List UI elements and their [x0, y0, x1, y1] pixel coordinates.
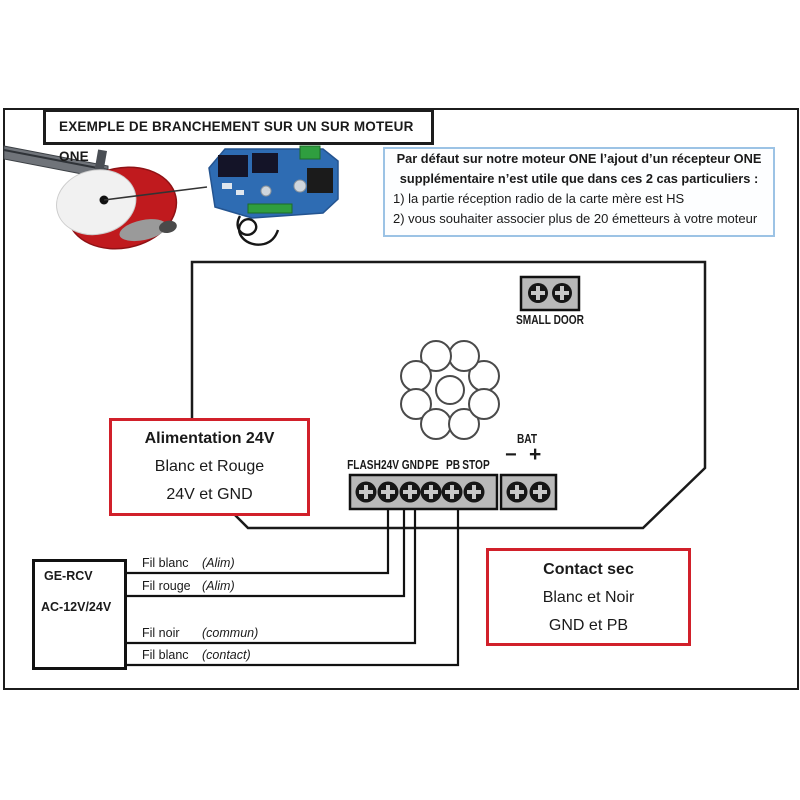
terminal-label-24v: 24V [380, 457, 400, 472]
receiver-box: GE-RCV AC-12V/24V [32, 559, 127, 670]
note-item-2: 2) vous souhaiter associer plus de 20 ém… [393, 211, 758, 226]
wire-noir-commun [125, 509, 417, 645]
note-item-1: 1) la partie réception radio de la carte… [393, 191, 685, 206]
main-terminal-strip [348, 473, 499, 511]
wire-label-blanc-contact: Fil blanc(contact) [142, 648, 251, 662]
screw-terminal-icon [506, 481, 551, 503]
terminal-label-pe: PE [425, 457, 439, 472]
bat-label: BAT [516, 431, 538, 446]
note-box: Par défaut sur notre moteur ONE l’ajout … [383, 147, 775, 237]
contact-sec-callout: Contact sec Blanc et Noir GND et PB [486, 548, 691, 646]
receiver-voltage: AC-12V/24V [41, 600, 112, 614]
wire-blanc-contact [125, 509, 460, 667]
alimentation-callout: Alimentation 24V Blanc et Rouge 24V et G… [109, 418, 310, 516]
bat-minus-sign: − [505, 444, 517, 466]
alim-title: Alimentation 24V [144, 430, 275, 447]
round-connector-icon [400, 340, 500, 440]
alim-line-3: 24V et GND [166, 486, 253, 503]
wire-rouge-alim [125, 509, 406, 598]
page-title: EXEMPLE DE BRANCHEMENT SUR UN SUR MOTEUR… [43, 109, 434, 164]
screw-terminal-icon [528, 283, 572, 303]
wire-blanc-alim [125, 509, 390, 575]
terminal-label-stop: STOP [462, 457, 490, 472]
note-line-1: Par défaut sur notre moteur ONE l’ajout … [396, 151, 762, 166]
terminal-label-pb: PB [445, 457, 461, 472]
small-door-terminal-block [519, 275, 581, 312]
terminal-label-flash: FLASH [347, 457, 381, 472]
wire-label-rouge-alim: Fil rouge(Alim) [142, 579, 235, 593]
alim-line-2: Blanc et Rouge [154, 458, 265, 475]
terminal-label-gnd: GND [401, 457, 425, 472]
contact-title: Contact sec [543, 561, 634, 578]
connection-wires [125, 509, 460, 667]
small-door-label: SMALL DOOR [516, 312, 584, 327]
circuit-board-photo [208, 145, 339, 246]
battery-terminal-block [499, 473, 558, 511]
note-line-2: supplémentaire n’est utile que dans ces … [399, 171, 759, 186]
screw-terminal-icon [355, 481, 485, 503]
pointer-line [103, 186, 208, 201]
wire-label-noir-commun: Fil noir(commun) [142, 626, 259, 640]
bat-plus-sign: + [529, 443, 542, 466]
wire-label-blanc-alim: Fil blanc(Alim) [142, 556, 235, 570]
receiver-name: GE-RCV [44, 569, 93, 583]
contact-line-3: GND et PB [548, 617, 629, 634]
antenna-wire-icon [236, 215, 280, 246]
contact-line-2: Blanc et Noir [542, 589, 635, 606]
garage-motor-photo [3, 145, 178, 250]
